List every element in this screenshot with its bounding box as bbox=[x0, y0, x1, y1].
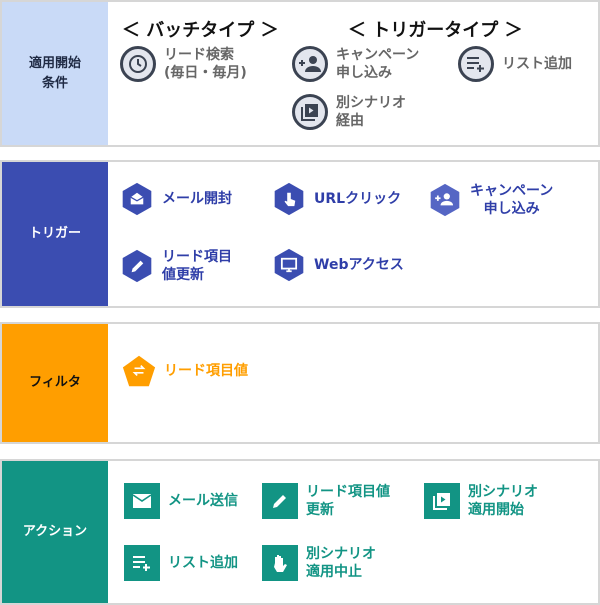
list-add-condition: リスト追加 bbox=[458, 46, 572, 82]
filter-lead-field-value: リード項目値 bbox=[122, 354, 248, 388]
action-list-add: リスト追加 bbox=[124, 545, 238, 581]
mail-open-icon bbox=[122, 182, 152, 216]
mail-icon bbox=[124, 483, 160, 519]
trigger-body: メール開封 URLクリック キャンペーン 申し込み リード項目 値更新 Webア… bbox=[108, 162, 598, 306]
trigger-lead-field-update-text: リード項目 値更新 bbox=[162, 249, 232, 283]
trigger-web-access-text: Webアクセス bbox=[314, 257, 404, 273]
trigger-url-click-text: URLクリック bbox=[314, 191, 402, 207]
batch-type-header: ＜ バッチタイプ ＞ bbox=[122, 20, 279, 41]
action-section: アクション メール送信 リード項目値 更新 別シナリオ 適用開始 リスト追加 bbox=[0, 459, 600, 605]
action-start-scenario-text: 別シナリオ 適用開始 bbox=[468, 484, 538, 518]
list-add-text: リスト追加 bbox=[502, 56, 572, 72]
pencil-icon bbox=[122, 249, 152, 283]
filter-section: フィルタ リード項目値 bbox=[0, 322, 600, 444]
action-list-add-text: リスト追加 bbox=[168, 555, 238, 571]
hand-icon bbox=[262, 545, 298, 581]
swap-icon bbox=[122, 355, 156, 387]
trigger-campaign-signup-text: キャンペーン 申し込み bbox=[470, 183, 554, 217]
monitor-icon bbox=[274, 248, 304, 282]
action-lead-field-update: リード項目値 更新 bbox=[262, 483, 390, 519]
action-stop-scenario: 別シナリオ 適用中止 bbox=[262, 545, 376, 581]
action-send-mail: メール送信 bbox=[124, 483, 238, 519]
action-lead-field-update-text: リード項目値 更新 bbox=[306, 484, 390, 518]
video-library-icon bbox=[424, 483, 460, 519]
action-start-scenario: 別シナリオ 適用開始 bbox=[424, 483, 538, 519]
playlist-add-icon bbox=[124, 545, 160, 581]
start-condition-label: 適用開始 条件 bbox=[2, 2, 108, 145]
campaign-signup-condition: キャンペーン 申し込み bbox=[292, 46, 419, 82]
add-person-icon bbox=[430, 183, 460, 217]
other-scenario-text: 別シナリオ 経由 bbox=[336, 95, 406, 129]
start-condition-section: 適用開始 条件 ＜ バッチタイプ ＞ ＜ トリガータイプ ＞ リード検索 (毎日… bbox=[0, 0, 600, 147]
other-scenario-condition: 別シナリオ 経由 bbox=[292, 94, 406, 130]
action-send-mail-text: メール送信 bbox=[168, 493, 238, 509]
add-person-icon bbox=[292, 46, 328, 82]
trigger-type-header: ＜ トリガータイプ ＞ bbox=[348, 20, 523, 41]
trigger-section: トリガー メール開封 URLクリック キャンペーン 申し込み リード項目 値更新… bbox=[0, 160, 600, 308]
lead-search-condition: リード検索 (毎日・毎月) bbox=[120, 46, 247, 82]
trigger-label: トリガー bbox=[2, 162, 108, 306]
filter-body: リード項目値 bbox=[108, 324, 598, 442]
video-library-icon bbox=[292, 94, 328, 130]
lead-search-text: リード検索 (毎日・毎月) bbox=[164, 47, 247, 81]
trigger-lead-field-update: リード項目 値更新 bbox=[120, 248, 232, 284]
filter-label: フィルタ bbox=[2, 324, 108, 442]
trigger-mail-open: メール開封 bbox=[120, 182, 232, 216]
action-body: メール送信 リード項目値 更新 別シナリオ 適用開始 リスト追加 別シナリオ 適… bbox=[108, 461, 598, 603]
filter-lead-field-value-text: リード項目値 bbox=[164, 363, 248, 379]
pencil-icon bbox=[262, 483, 298, 519]
trigger-campaign-signup: キャンペーン 申し込み bbox=[428, 182, 553, 218]
trigger-mail-open-text: メール開封 bbox=[162, 191, 232, 207]
action-label: アクション bbox=[2, 461, 108, 603]
trigger-url-click: URLクリック bbox=[272, 182, 401, 216]
playlist-add-icon bbox=[458, 46, 494, 82]
clock-icon bbox=[120, 46, 156, 82]
campaign-signup-text: キャンペーン 申し込み bbox=[336, 47, 420, 81]
trigger-web-access: Webアクセス bbox=[272, 248, 404, 282]
action-stop-scenario-text: 別シナリオ 適用中止 bbox=[306, 546, 376, 580]
start-condition-body: ＜ バッチタイプ ＞ ＜ トリガータイプ ＞ リード検索 (毎日・毎月) キャン… bbox=[108, 2, 598, 145]
touch-icon bbox=[274, 182, 304, 216]
